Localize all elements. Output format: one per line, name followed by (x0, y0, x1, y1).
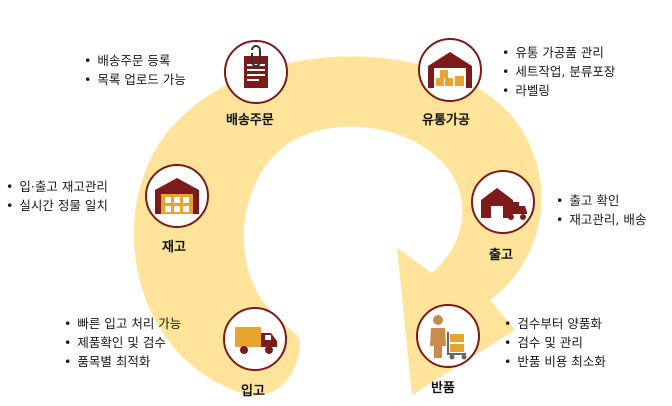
bullet-item: 입·출고 재고관리 (6, 177, 107, 196)
node-shipping (471, 170, 535, 234)
warehouse-boxes-icon (428, 52, 472, 88)
bullet-item: 검수 및 관리 (504, 333, 606, 352)
node-inbound (223, 307, 287, 371)
bullets-processing: 유통 가공품 관리 세트작업, 분류포장 라벨링 (502, 43, 615, 100)
node-order (224, 40, 288, 104)
clipboard-icon (244, 45, 268, 88)
warehouse-icon (155, 178, 199, 214)
bullet-item: 검수부터 양품화 (504, 314, 606, 333)
bullets-shipping: 출고 확인 재고관리, 배송 (556, 191, 646, 229)
node-processing (418, 38, 482, 102)
bullets-inbound: 빠른 입고 처리 가능 제품확인 및 검수 품목별 최적화 (64, 314, 181, 371)
label-processing: 유통가공 (422, 113, 470, 128)
bullet-item: 배송주문 등록 (84, 51, 186, 70)
worker-cart-icon (430, 315, 467, 360)
bullet-item: 출고 확인 (556, 191, 646, 210)
label-shipping: 출고 (489, 248, 513, 263)
node-return (416, 304, 480, 368)
bullet-item: 품목별 최적화 (64, 352, 181, 371)
label-order: 배송주문 (226, 113, 274, 128)
bullet-item: 빠른 입고 처리 가능 (64, 314, 181, 333)
bullet-item: 재고관리, 배송 (556, 210, 646, 229)
bullets-return: 검수부터 양품화 검수 및 관리 반품 비용 최소화 (504, 314, 606, 371)
bullet-item: 반품 비용 최소화 (504, 352, 605, 371)
bullet-item: 제품확인 및 검수 (64, 333, 181, 352)
label-return: 반품 (431, 381, 455, 396)
bullet-item: 라벨링 (502, 81, 615, 100)
label-stock: 재고 (162, 240, 186, 255)
bullet-item: 세트작업, 분류포장 (502, 62, 615, 81)
truck-icon (235, 327, 277, 354)
bullets-stock: 입·출고 재고관리 실시간 정물 일치 (6, 177, 107, 215)
house-truck-icon (481, 188, 527, 220)
label-inbound: 입고 (241, 384, 265, 399)
bullets-order: 배송주문 등록 목록 업로드 가능 (84, 51, 186, 89)
bullet-item: 목록 업로드 가능 (84, 70, 185, 89)
node-stock (145, 164, 209, 228)
bullet-item: 유통 가공품 관리 (502, 43, 615, 62)
bullet-item: 실시간 정물 일치 (6, 196, 107, 215)
